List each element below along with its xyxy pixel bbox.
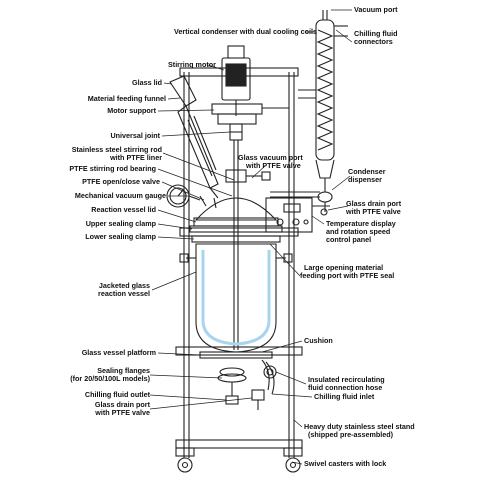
label-casters: Swivel casters with lock <box>304 459 387 468</box>
reaction-lid <box>193 217 279 227</box>
label-material-feeding-funnel: Material feeding funnel <box>87 94 166 103</box>
label-lower-clamp: Lower sealing clamp <box>85 232 156 241</box>
label-recirc-hose-2: fluid connection hose <box>308 383 383 392</box>
label-feeding-port-2: feeding port with PTFE seal <box>300 271 395 280</box>
feeding-funnel <box>169 75 219 199</box>
label-vertical-condenser: Vertical condenser with dual cooling coi… <box>174 27 317 36</box>
label-glass-drain-port-bottom-2: with PTFE valve <box>95 408 150 417</box>
recirculating-hose <box>261 359 277 395</box>
label-vessel-platform: Glass vessel platform <box>81 348 156 357</box>
glass-lid <box>194 169 320 221</box>
label-cushion: Cushion <box>304 336 333 345</box>
universal-joint <box>229 123 243 141</box>
sealing-flanges <box>217 367 247 405</box>
label-glass-drain-port-top-2: with PTFE valve <box>346 207 401 216</box>
label-chilling-inlet: Chilling fluid inlet <box>314 392 375 401</box>
label-glass-vacuum-port-2: with PTFE valve <box>246 161 301 170</box>
label-temp-display-1: Temperature display <box>326 219 396 228</box>
label-chilling-fluid-connectors-2: connectors <box>354 37 393 46</box>
label-sealing-flanges-1: Sealing flanges <box>97 366 150 375</box>
lower-clamp <box>191 235 281 243</box>
jacketed-vessel <box>179 243 293 353</box>
label-condenser-dispenser-2: dispenser <box>348 175 382 184</box>
label-stirring-rod-1: Stainless steel stirring rod <box>71 145 162 154</box>
label-glass-drain-port-bottom-1: Glass drain port <box>94 400 150 409</box>
label-ptfe-valve: PTFE open/close valve <box>82 177 160 186</box>
label-universal-joint: Universal joint <box>110 131 160 140</box>
label-ptfe-bearing: PTFE stirring rod bearing <box>69 164 156 173</box>
vertical-condenser <box>298 10 348 212</box>
label-jacketed-vessel-2: reaction vessel <box>98 289 150 298</box>
upper-clamp <box>189 225 283 233</box>
label-vacuum-gauge: Mechanical vacuum gauge <box>74 191 166 200</box>
label-glass-vacuum-port-1: Glass vacuum port <box>238 153 303 162</box>
label-chilling-fluid-connectors-1: Chilling fluid <box>354 29 398 38</box>
label-condenser-dispenser-1: Condenser <box>348 167 386 176</box>
label-stand-1: Heavy duty stainless steel stand <box>304 422 415 431</box>
label-jacketed-vessel-1: Jacketed glass <box>98 281 150 290</box>
swivel-casters <box>175 447 303 473</box>
stirring-motor <box>221 45 251 116</box>
motor-support <box>211 103 289 125</box>
label-motor-support: Motor support <box>107 106 156 115</box>
label-sealing-flanges-2: (for 20/50/100L models) <box>70 374 150 383</box>
leader-lines <box>149 9 353 465</box>
label-chilling-outlet: Chilling fluid outlet <box>84 390 150 399</box>
glass-drain-port-bottom <box>251 389 265 410</box>
label-stirring-rod-2: with PTFE liner <box>110 153 162 162</box>
glass-drain-port-top <box>312 205 330 216</box>
label-stirring-motor: Stirring motor <box>168 60 216 69</box>
label-glass-drain-port-top-1: Glass drain port <box>346 199 402 208</box>
label-recirc-hose-1: Insulated recirculating <box>308 375 385 384</box>
label-glass-lid: Glass lid <box>132 78 162 87</box>
control-panel <box>265 197 313 233</box>
label-temp-display-2: and rotation speed <box>326 227 391 236</box>
label-upper-clamp: Upper sealing clamp <box>85 219 156 228</box>
label-vacuum-port: Vacuum port <box>354 5 398 14</box>
label-temp-display-3: control panel <box>326 235 372 244</box>
label-stand-2: (shipped pre-assembled) <box>308 430 394 439</box>
stirring-rod <box>233 140 239 350</box>
label-reaction-lid: Reaction vessel lid <box>91 205 156 214</box>
label-feeding-port-1: Large opening material <box>304 263 384 272</box>
